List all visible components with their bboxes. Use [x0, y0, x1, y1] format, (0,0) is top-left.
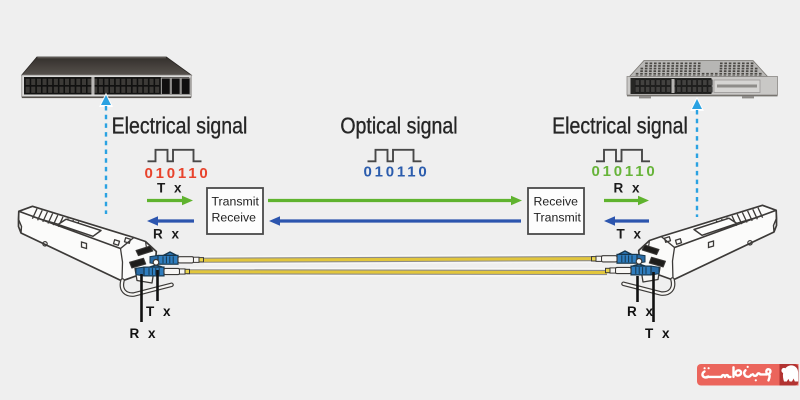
svg-text:R x: R x [627, 304, 656, 319]
svg-text:T x: T x [617, 227, 644, 242]
svg-text:010110: 010110 [592, 163, 658, 180]
svg-text:Electrical signal: Electrical signal [552, 113, 688, 139]
svg-text:Electrical signal: Electrical signal [112, 113, 248, 139]
svg-text:Transmit: Transmit [534, 211, 582, 225]
svg-text:T x: T x [146, 304, 173, 319]
svg-text:R x: R x [153, 227, 182, 242]
svg-text:R x: R x [614, 181, 643, 196]
svg-text:010110: 010110 [364, 164, 430, 181]
svg-text:T x: T x [157, 181, 184, 196]
svg-text:Receive: Receive [534, 195, 579, 209]
svg-text:Receive: Receive [212, 211, 257, 225]
svg-text:010110: 010110 [145, 165, 211, 182]
svg-text:Transmit: Transmit [212, 195, 260, 209]
svg-text:Optical signal: Optical signal [340, 113, 457, 139]
svg-text:R x: R x [130, 326, 159, 341]
svg-text:T x: T x [645, 326, 672, 341]
